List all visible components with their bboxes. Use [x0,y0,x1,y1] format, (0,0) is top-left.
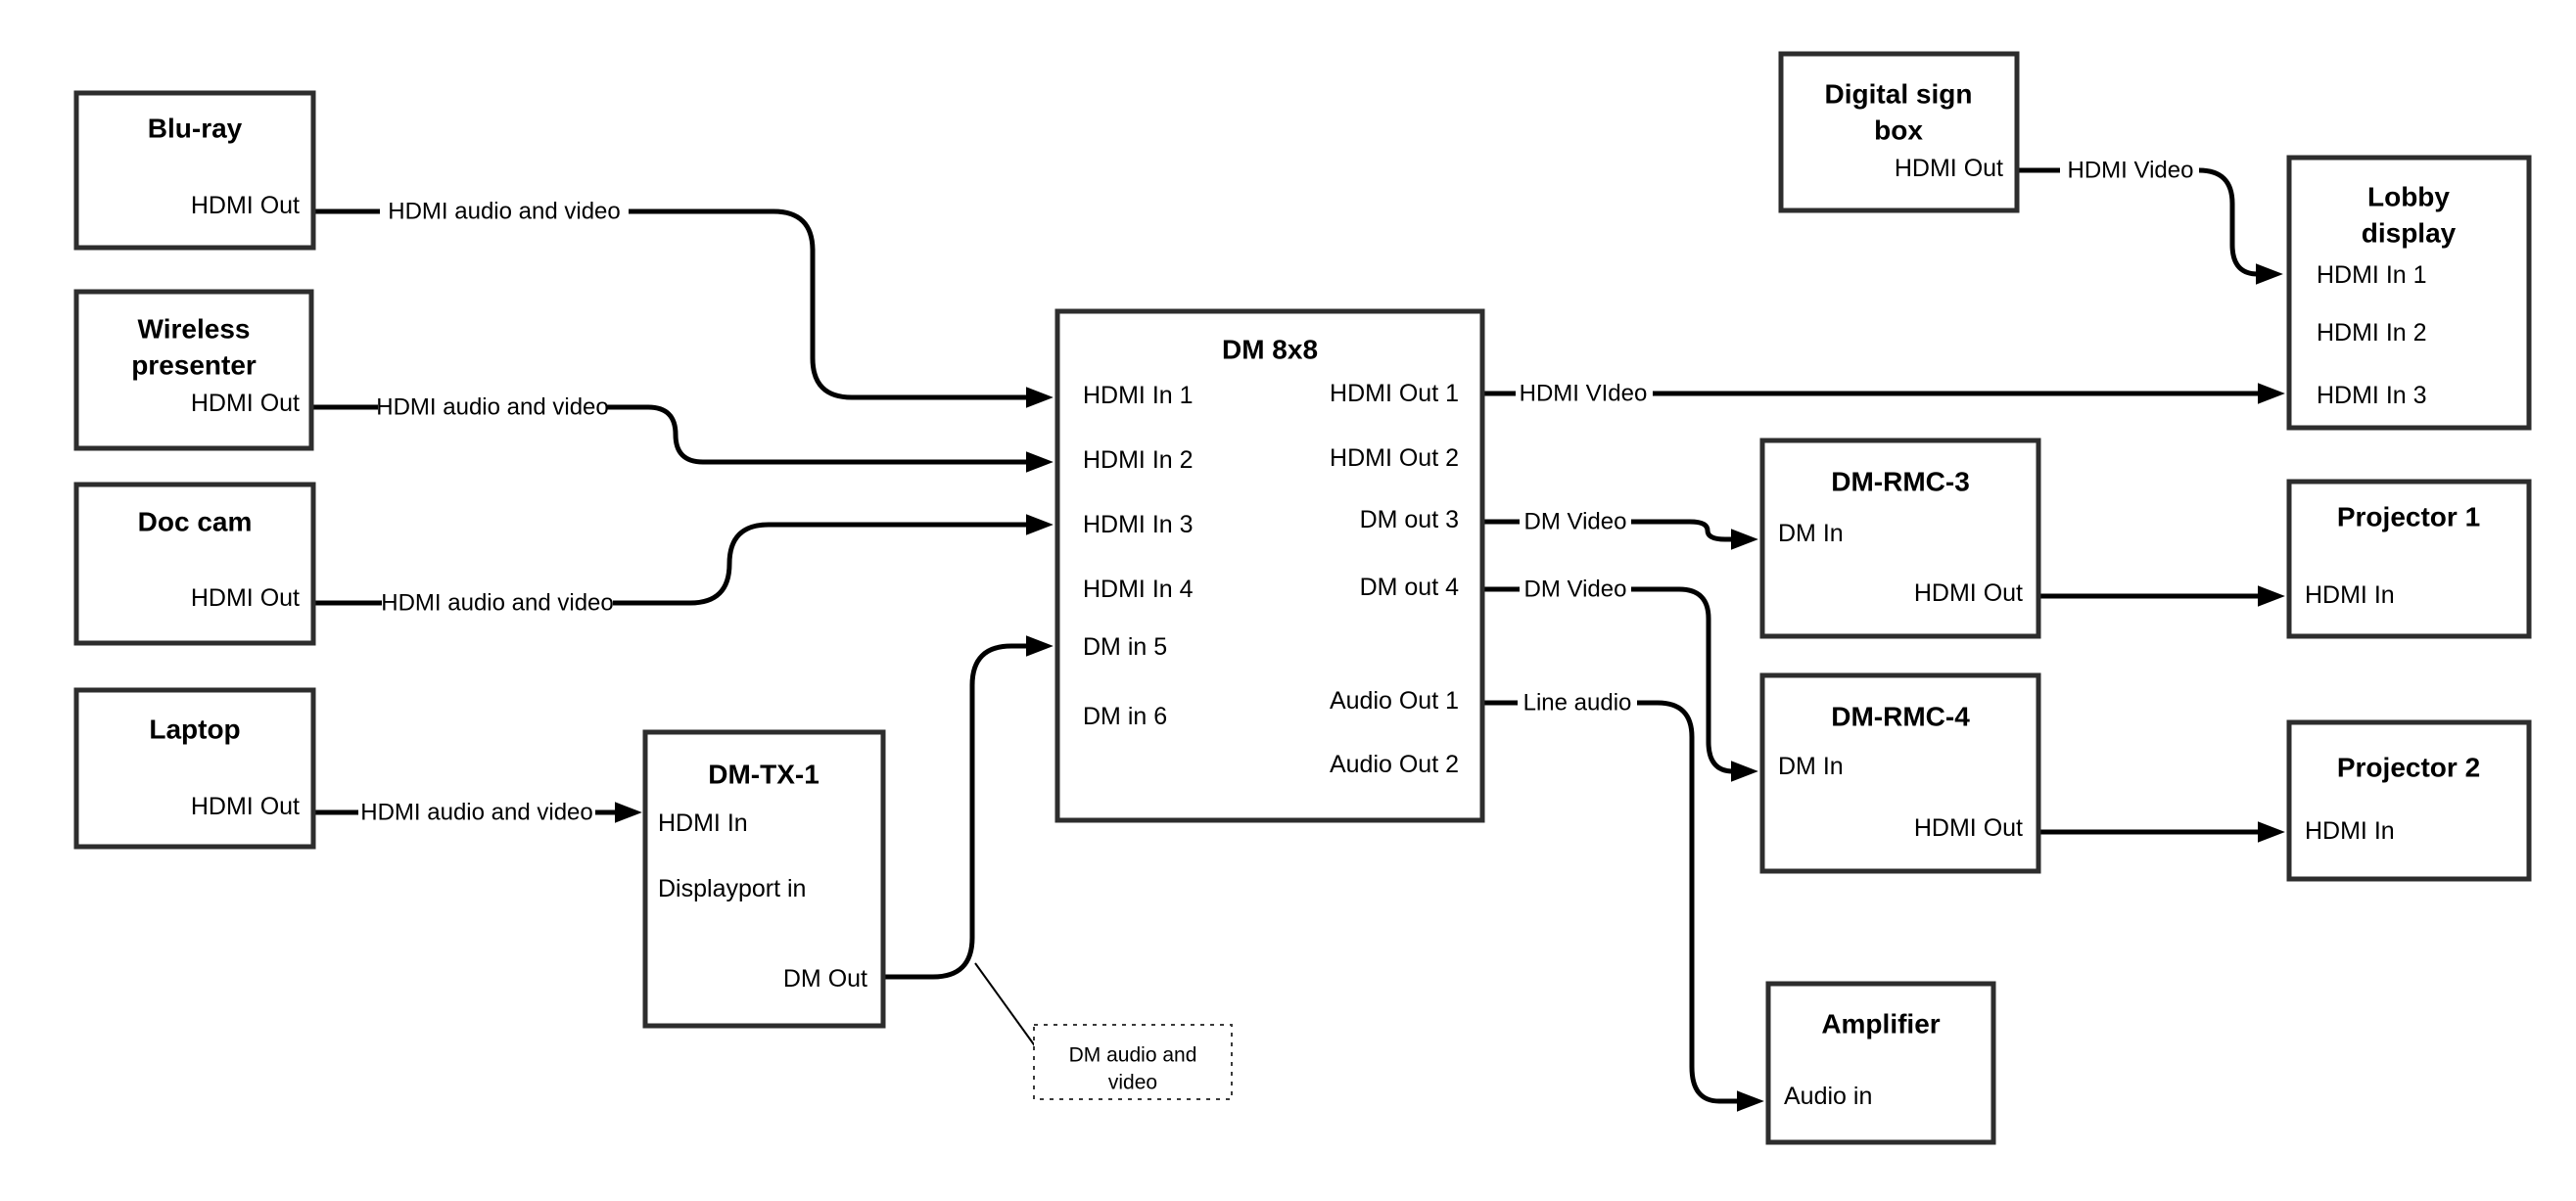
node-dm8x8-title: DM 8x8 [1222,335,1318,365]
node-dm8x8-port-dm-in5: DM in 5 [1083,633,1167,661]
node-projector1-port-hdmi-in: HDMI In [2305,581,2395,609]
wire-aout1-label: Line audio [1523,690,1632,716]
node-laptop-title: Laptop [149,715,240,745]
node-lobby-port-hdmi-in1: HDMI In 1 [2317,261,2427,289]
node-lobby-title-line1: Lobby [2367,182,2450,212]
node-dm8x8-port-hdmi-in4: HDMI In 4 [1083,576,1194,603]
node-dmrmc4-port-dm-in: DM In [1778,753,1844,780]
callout-box-dm-audio-video [1033,1024,1233,1100]
node-wireless-presenter [73,289,314,451]
callout-leader-line [974,962,1037,1048]
node-dmrmc3-title: DM-RMC-3 [1831,467,1970,497]
wire-dm8x8-out3-to-dmrmc3 [1631,519,1758,550]
node-dmrmc4-port-hdmi-out: HDMI Out [1914,814,2023,842]
node-projector1 [2286,479,2532,639]
node-dmrmc3-port-hdmi-out: HDMI Out [1914,579,2023,607]
wire-doccam-label: HDMI audio and video [381,590,613,617]
node-dm8x8-port-hdmi-out1: HDMI Out 1 [1330,380,1459,407]
wire-signbox-label: HDMI Video [2068,158,2194,184]
node-wireless-port-hdmi-out: HDMI Out [191,390,300,417]
callout-text-line2: video [1108,1072,1157,1094]
node-dm8x8-port-hdmi-in1: HDMI In 1 [1083,382,1194,409]
node-dmrmc3 [1759,438,2041,639]
node-dmtx1-port-displayport-in: Displayport in [658,875,806,902]
node-dmtx1-title: DM-TX-1 [708,760,820,790]
wire-dm8x8-out4-to-dmrmc4 [1631,586,1758,782]
node-amplifier-port-audio-in: Audio in [1784,1083,1872,1110]
wire-doccam-to-dm8x8-in3 [613,514,1054,606]
wire-laptop-label: HDMI audio and video [360,800,592,826]
wire-signbox-to-lobby-in1 [2198,167,2283,285]
node-lobby-port-hdmi-in2: HDMI In 2 [2317,319,2427,346]
node-bluray-title: Blu-ray [148,114,243,144]
node-amplifier-title: Amplifier [1821,1009,1940,1039]
node-projector2-port-hdmi-in: HDMI In [2305,817,2395,845]
node-dm8x8-port-dm-in6: DM in 6 [1083,703,1167,730]
node-dm8x8-port-audio-out2: Audio Out 2 [1330,751,1459,778]
node-dmtx1-port-dm-out: DM Out [783,965,867,993]
node-doccam [73,482,316,646]
node-dmrmc4 [1759,672,2041,874]
wire-out4-label: DM Video [1524,577,1627,603]
node-lobby-port-hdmi-in3: HDMI In 3 [2317,382,2427,409]
node-bluray [73,90,316,251]
node-projector1-title: Projector 1 [2337,502,2480,532]
node-lobby-title-line2: display [2362,218,2457,249]
node-signbox-port-hdmi-out: HDMI Out [1895,155,2003,182]
node-wireless-title-line1: Wireless [138,314,251,345]
wire-bluray-label: HDMI audio and video [388,199,620,225]
node-amplifier [1765,981,1996,1145]
node-dmtx1 [642,729,886,1029]
wire-dmtx1-to-dm8x8-in5 [885,635,1054,980]
node-doccam-port-hdmi-out: HDMI Out [191,584,300,612]
node-doccam-title: Doc cam [138,507,253,537]
node-dmtx1-port-hdmi-in: HDMI In [658,809,748,837]
wire-out1-label: HDMI VIdeo [1520,381,1648,407]
node-lobby-display [2286,155,2532,431]
node-projector2-title: Projector 2 [2337,753,2480,783]
node-dm8x8 [1054,308,1485,823]
node-dm8x8-port-hdmi-in2: HDMI In 2 [1083,446,1194,474]
node-dm8x8-port-dm-out3: DM out 3 [1360,506,1459,533]
node-bluray-port-hdmi-out: HDMI Out [191,192,300,219]
node-dm8x8-port-hdmi-in3: HDMI In 3 [1083,511,1194,538]
callout-text-line1: DM audio and [1069,1044,1197,1067]
node-signbox-title-line1: Digital sign [1825,79,1973,110]
node-wireless-title-line2: presenter [131,350,257,381]
node-dm8x8-port-hdmi-out2: HDMI Out 2 [1330,444,1459,472]
wire-bluray-to-dm8x8-in1 [629,208,1054,408]
node-dmrmc3-port-dm-in: DM In [1778,520,1844,547]
node-signbox-title-line2: box [1874,115,1923,146]
node-laptop-port-hdmi-out: HDMI Out [191,793,300,820]
node-dmrmc4-title: DM-RMC-4 [1831,702,1970,732]
wire-wireless-to-dm8x8-in2 [607,404,1054,473]
node-dm8x8-port-audio-out1: Audio Out 1 [1330,687,1459,715]
wire-out3-label: DM Video [1524,509,1627,535]
node-projector2 [2286,719,2532,882]
wire-wireless-label: HDMI audio and video [376,394,608,421]
node-signbox [1778,51,2020,213]
node-dm8x8-port-dm-out4: DM out 4 [1360,574,1460,601]
node-laptop [73,687,316,850]
wire-dm8x8-aout1-to-amp [1637,700,1764,1112]
